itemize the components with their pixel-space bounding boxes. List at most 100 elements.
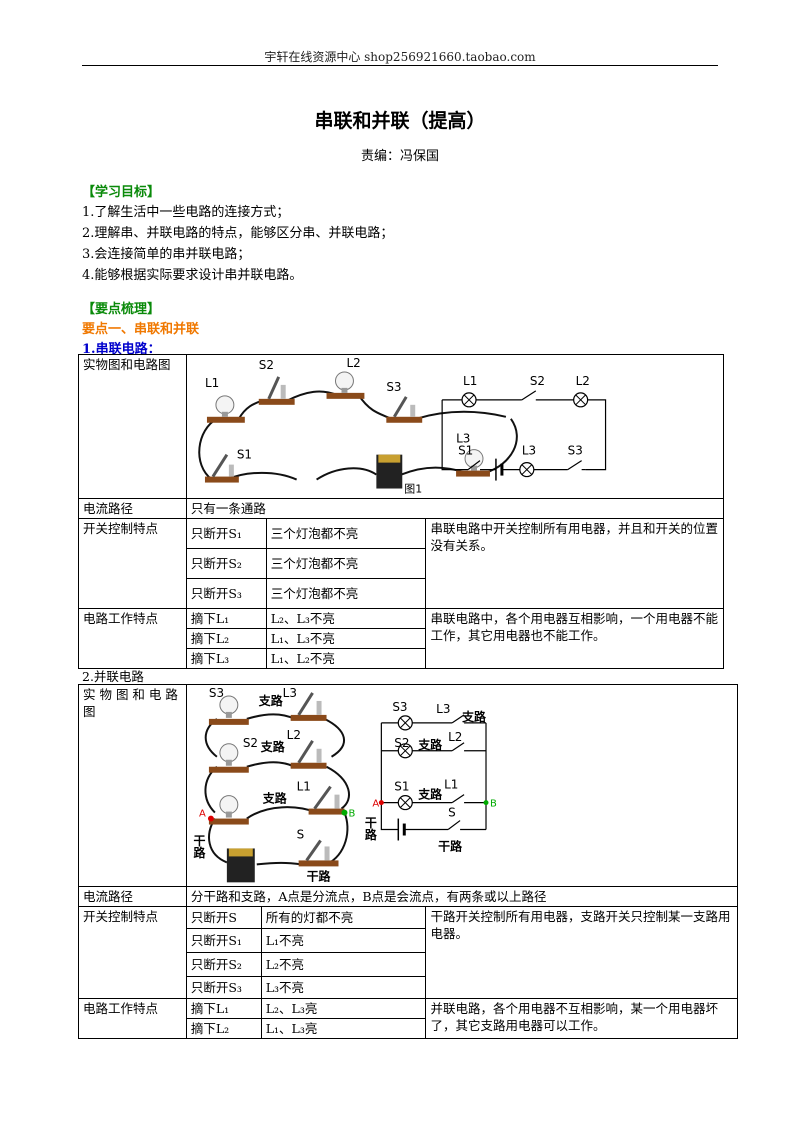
parallel-work-note: 并联电路，各个用电器不互相影响，某一个用电器坏了，其它支路用电器可以工作。 <box>425 998 738 1040</box>
s3-base <box>386 416 423 423</box>
s2-base <box>208 766 249 773</box>
schematic-label-main: 干路 <box>438 838 463 853</box>
bulb-l2-icon <box>334 371 354 393</box>
series-circuit-figure: L1 S2 L2 S3 S1 L3 图1 <box>198 356 606 496</box>
series-work-action: 摘下L₁ <box>185 607 267 629</box>
parallel-work-result: L₁、L₃亮 <box>260 1018 427 1040</box>
battery-icon <box>376 454 403 489</box>
schematic-label-main: 干路 <box>363 816 377 841</box>
series-work-label: 电路工作特点 <box>78 607 187 669</box>
point-a-marker <box>207 815 214 822</box>
parallel-switch-result: L₃不亮 <box>260 976 427 1000</box>
series-work-note: 串联电路中，各个用电器互相影响，一个用电器不能工作，其它用电器也不能工作。 <box>425 607 724 669</box>
header-rule <box>82 65 718 66</box>
s-base <box>298 860 339 867</box>
schematic-label-s1: S1 <box>458 444 473 458</box>
label-s: S <box>296 827 304 841</box>
series-switch-action: 只断开S₂ <box>185 547 267 579</box>
schematic-label-l1: L1 <box>463 374 477 388</box>
schematic-label-branch: 支路 <box>417 787 443 802</box>
label-main: 干路 <box>192 834 206 859</box>
point1-heading: 要点一、串联和并联 <box>82 322 200 337</box>
parallel-switch-action: 只断开S₂ <box>185 952 262 978</box>
label-s2: S2 <box>243 736 258 750</box>
s1-base <box>204 476 239 483</box>
series-schematic <box>441 390 606 481</box>
label-a: A <box>199 809 206 820</box>
label-l2: L2 <box>346 356 360 370</box>
schematic-label-l2: L2 <box>448 730 462 744</box>
switch-l2-icon <box>297 740 322 764</box>
label-s2: S2 <box>259 358 274 372</box>
parallel-switch-action: 只断开S₃ <box>185 976 262 1000</box>
goals-heading: 【学习目标】 <box>82 185 161 200</box>
label-b: B <box>348 809 355 820</box>
schematic-label-a: A <box>372 799 379 810</box>
goal-item: 2.理解串、并联电路的特点，能够区分串、并联电路； <box>82 226 394 241</box>
l1-base <box>206 416 245 423</box>
point-b-marker <box>341 809 348 816</box>
parallel-work-action: 摘下L₂ <box>185 1018 262 1040</box>
bulb-s1-icon <box>219 795 239 818</box>
label-s1: S1 <box>237 448 252 462</box>
label-s3: S3 <box>209 686 224 700</box>
schematic-label-s3: S3 <box>568 444 583 458</box>
l2-base <box>326 392 365 399</box>
battery-icon <box>226 848 255 883</box>
label-s3: S3 <box>386 380 401 394</box>
bulb-s2-icon <box>219 743 239 766</box>
label-branch: 支路 <box>262 791 288 806</box>
series-path-label: 电流路径 <box>78 497 187 519</box>
schematic-label-s: S <box>448 806 456 820</box>
switch-s1-icon <box>211 453 234 478</box>
parallel-work-action: 摘下L₁ <box>185 998 262 1020</box>
parallel-path-label: 电流路径 <box>78 886 187 908</box>
label-branch: 支路 <box>258 693 284 708</box>
parallel-switch-result: L₂不亮 <box>260 952 427 978</box>
series-table: 实物图和电路图 <box>78 354 725 669</box>
figure-caption: 图1 <box>404 483 422 496</box>
label-branch: 支路 <box>260 739 286 754</box>
schematic-label-l2: L2 <box>575 374 589 388</box>
l2-base <box>290 762 327 769</box>
s1-base <box>208 818 249 825</box>
goal-item: 4.能够根据实际要求设计串并联电路。 <box>82 268 303 283</box>
schematic-label-b: B <box>490 799 497 810</box>
parallel-work-label: 电路工作特点 <box>78 998 187 1040</box>
parallel-switch-result: 所有的灯都不亮 <box>260 906 427 930</box>
series-work-result: L₁、L₃不亮 <box>265 627 427 649</box>
series-switch-action: 只断开S₃ <box>185 577 267 609</box>
schematic-label-branch: 支路 <box>461 709 487 724</box>
label-l1: L1 <box>205 376 219 390</box>
l1-base <box>308 808 345 815</box>
parallel-heading: 2.并联电路 <box>82 669 144 684</box>
schematic-label-s3: S3 <box>392 700 407 714</box>
goal-item: 1.了解生活中一些电路的连接方式； <box>82 205 290 220</box>
parallel-circuit-figure: S3 支路 L3 S2 支路 L2 支路 L1 S A B 干路 干路 <box>192 686 497 883</box>
parallel-work-result: L₂、L₃亮 <box>260 998 427 1020</box>
series-heading: 1.串联电路： <box>82 342 161 357</box>
switch-s2-icon <box>267 376 286 400</box>
goal-item: 3.会连接简单的串并联电路； <box>82 247 251 262</box>
series-figure-cell: L1 S2 L2 S3 S1 L3 图1 <box>185 354 725 499</box>
parallel-switch-action: 只断开S₁ <box>185 928 262 954</box>
label-l2: L2 <box>286 728 300 742</box>
series-switch-result: 三个灯泡都不亮 <box>265 517 427 549</box>
parallel-path-value: 分干路和支路，A点是分流点，B点是会流点，有两条或以上路径 <box>185 886 739 908</box>
schematic-label-s2: S2 <box>394 736 409 750</box>
bulb-l1-icon <box>215 395 235 417</box>
schematic-label-l3: L3 <box>436 702 450 716</box>
schematic-label-l3: L3 <box>522 444 536 458</box>
series-switch-note: 串联电路中开关控制所有用电器，并且和开关的位置没有关系。 <box>425 517 724 609</box>
parallel-switch-action: 只断开S <box>185 906 262 930</box>
label-l3: L3 <box>283 686 297 700</box>
switch-s3-icon <box>392 396 416 418</box>
label-main: 干路 <box>306 868 331 883</box>
series-switch-action: 只断开S₁ <box>185 517 267 549</box>
series-work-action: 摘下L₃ <box>185 647 267 669</box>
parallel-schematic <box>378 714 489 841</box>
label-l1: L1 <box>296 780 310 794</box>
series-path-value: 只有一条通路 <box>185 497 725 519</box>
bulb-s3-icon <box>219 695 239 718</box>
series-work-action: 摘下L₂ <box>185 627 267 649</box>
